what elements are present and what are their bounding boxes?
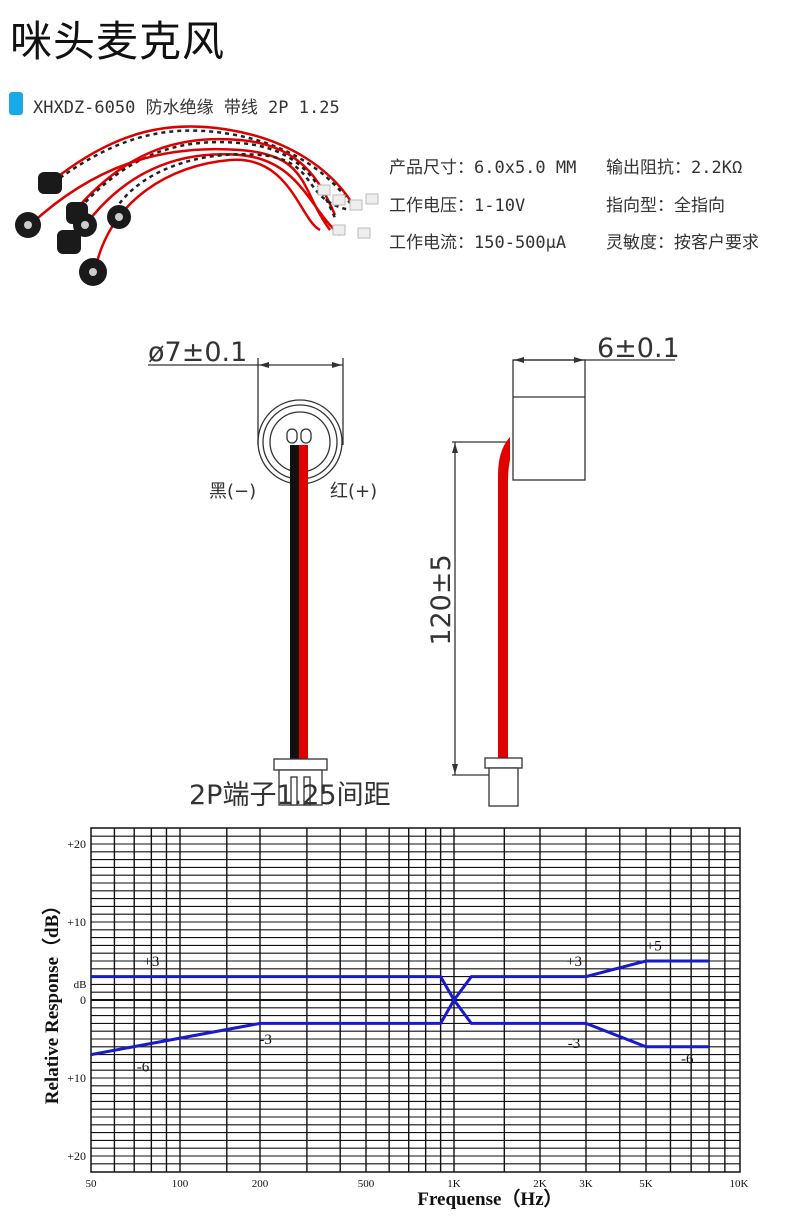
wire [79,140,337,219]
black-wire [290,445,299,760]
connector-label: 2P端子1.25间距 [189,780,391,811]
page-title: 咪头麦克风 [10,17,226,66]
wire [59,125,352,201]
red-wire-label: 红(+) [330,481,377,502]
diameter-label: ø7±0.1 [148,337,247,368]
annotation-label: -3 [568,1036,581,1052]
x-axis-label: Frequense（Hz） [417,1187,562,1210]
annotation-label: -3 [259,1032,272,1048]
spec-sensitivity: 灵敏度：按客户要求 [606,233,759,253]
microphone-capsules [15,172,131,286]
technical-drawing: ø7±0.1 6±0.1 120±5 黑(−) 红(+) 2P端子1.25间距 [148,333,680,811]
connector-slot [303,776,311,806]
annotation-label: +3 [143,954,159,970]
connector-front [273,758,328,771]
section-marker [9,92,23,115]
length-label: 120±5 [426,554,457,645]
wire [29,147,332,231]
spec-current: 工作电流：150-500μA [389,233,567,253]
capsule-side [512,359,586,481]
x-tick-label: 200 [252,1178,269,1190]
chart-labels: 50 100 200 500 1K 2K 3K 5K 10K +20 +10 0 +10 +20 +3 -3 -… [67,837,748,1190]
red-wire [299,445,308,760]
annotation-label: -6 [137,1059,150,1075]
spec-size: 产品尺寸：6.0x5.0 MM [389,158,577,178]
wire [73,153,341,241]
x-tick-label: 1K [447,1178,461,1190]
connectors [317,184,379,239]
x-tick-label: 3K [579,1178,593,1190]
y-tick-label: +10 [67,915,86,929]
x-tick-label: 500 [358,1178,375,1190]
red-wire-side [498,437,510,758]
annotation-label: +5 [646,938,662,954]
wire [59,129,352,204]
connector-body [488,767,519,807]
response-line [90,997,710,1057]
spec-directivity: 指向型：全指向 [606,196,725,216]
annotation-label: -6 [681,1052,694,1068]
spec-voltage: 工作电压：1-10V [389,196,526,216]
y-unit-label: dB [74,979,87,991]
y-tick-label: 0 [80,993,86,1007]
y-tick-label: +20 [67,1149,86,1163]
black-wire-label: 黑(−) [209,481,256,502]
pin [286,428,298,444]
y-axis-label: Relative Response（dB） [40,896,63,1104]
y-tick-label: +10 [67,1071,86,1085]
height-label: 6±0.1 [597,333,680,364]
x-tick-label: 50 [86,1178,98,1190]
product-subtitle: XHXDZ-6050 防水绝缘 带线 2P 1.25 [33,98,340,118]
y-tick-label: +20 [67,837,86,851]
annotation-label: +3 [566,954,582,970]
product-photo [15,125,379,286]
connector-body [278,769,323,806]
chart-grid [90,827,741,1173]
spec-impedance: 输出阻抗：2.2KΩ [606,158,743,178]
frequency-response-chart: 50 100 200 500 1K 2K 3K 5K 10K +20 +10 0 +10 +20 +3 -3 -… [40,827,749,1210]
connector-slot [290,776,298,806]
x-tick-label: 2K [533,1178,547,1190]
response-line [91,959,710,1003]
wire [79,137,337,216]
x-tick-label: 5K [639,1178,653,1190]
connector-side [484,757,523,769]
x-tick-label: 100 [172,1178,189,1190]
pin [300,428,312,444]
x-tick-label: 10K [730,1178,749,1190]
chart-series [90,959,710,1057]
